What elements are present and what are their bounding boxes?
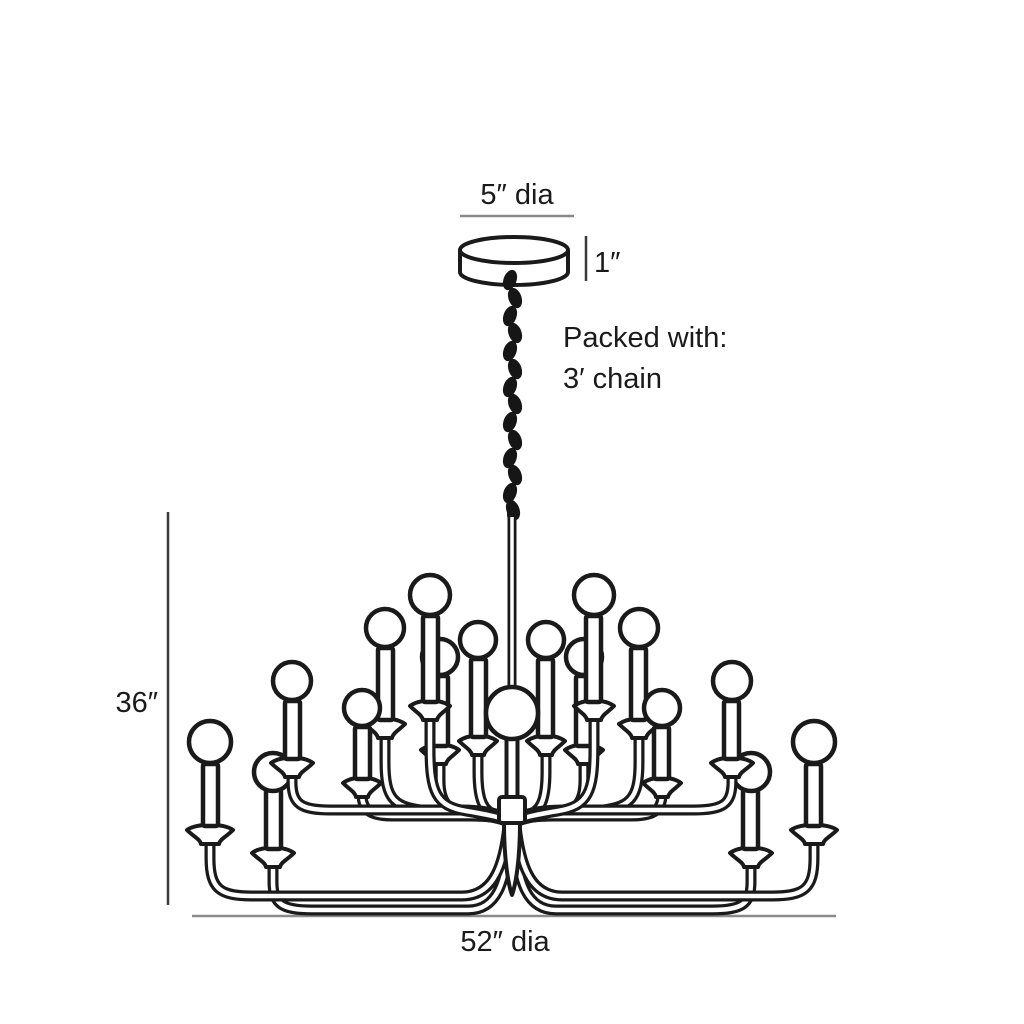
canopy-height-annotation: 1″ <box>584 236 620 281</box>
fixture-diameter-label: 52″ dia <box>460 926 550 958</box>
arms-left <box>185 572 518 916</box>
candle-body <box>263 787 284 852</box>
packed-with-annotation: Packed with: 3′ chain <box>563 322 727 395</box>
packed-with-line1: Packed with: <box>563 322 727 354</box>
candle-body <box>468 656 489 740</box>
bulb-ball <box>407 572 453 618</box>
fixture-height-annotation: 36″ <box>115 512 170 905</box>
fixture-diameter-annotation: 52″ dia <box>192 914 836 958</box>
canopy-diameter-annotation: 5″ dia <box>460 179 574 218</box>
bottom-finial <box>502 821 522 897</box>
canopy-diameter-label: 5″ dia <box>480 179 554 211</box>
bulb-ball <box>457 619 499 661</box>
packed-with-line2: 3′ chain <box>563 363 662 395</box>
center-column-drawing <box>483 505 541 897</box>
canopy-height-label: 1″ <box>594 247 620 279</box>
canopy-top <box>458 235 570 265</box>
candle-body <box>420 613 441 705</box>
bulb-ball <box>270 659 314 703</box>
candle-body <box>352 724 373 782</box>
bulb-ball <box>341 687 383 729</box>
fixture-height-label: 36″ <box>115 687 158 719</box>
hub-collar <box>497 795 527 825</box>
arms-right <box>512 575 837 910</box>
candle-body <box>282 698 303 762</box>
chain-drawing <box>502 269 523 521</box>
center-ball <box>483 684 541 742</box>
bulb-ball <box>363 606 407 650</box>
bulb-ball <box>186 718 234 766</box>
candle-body <box>200 761 221 829</box>
